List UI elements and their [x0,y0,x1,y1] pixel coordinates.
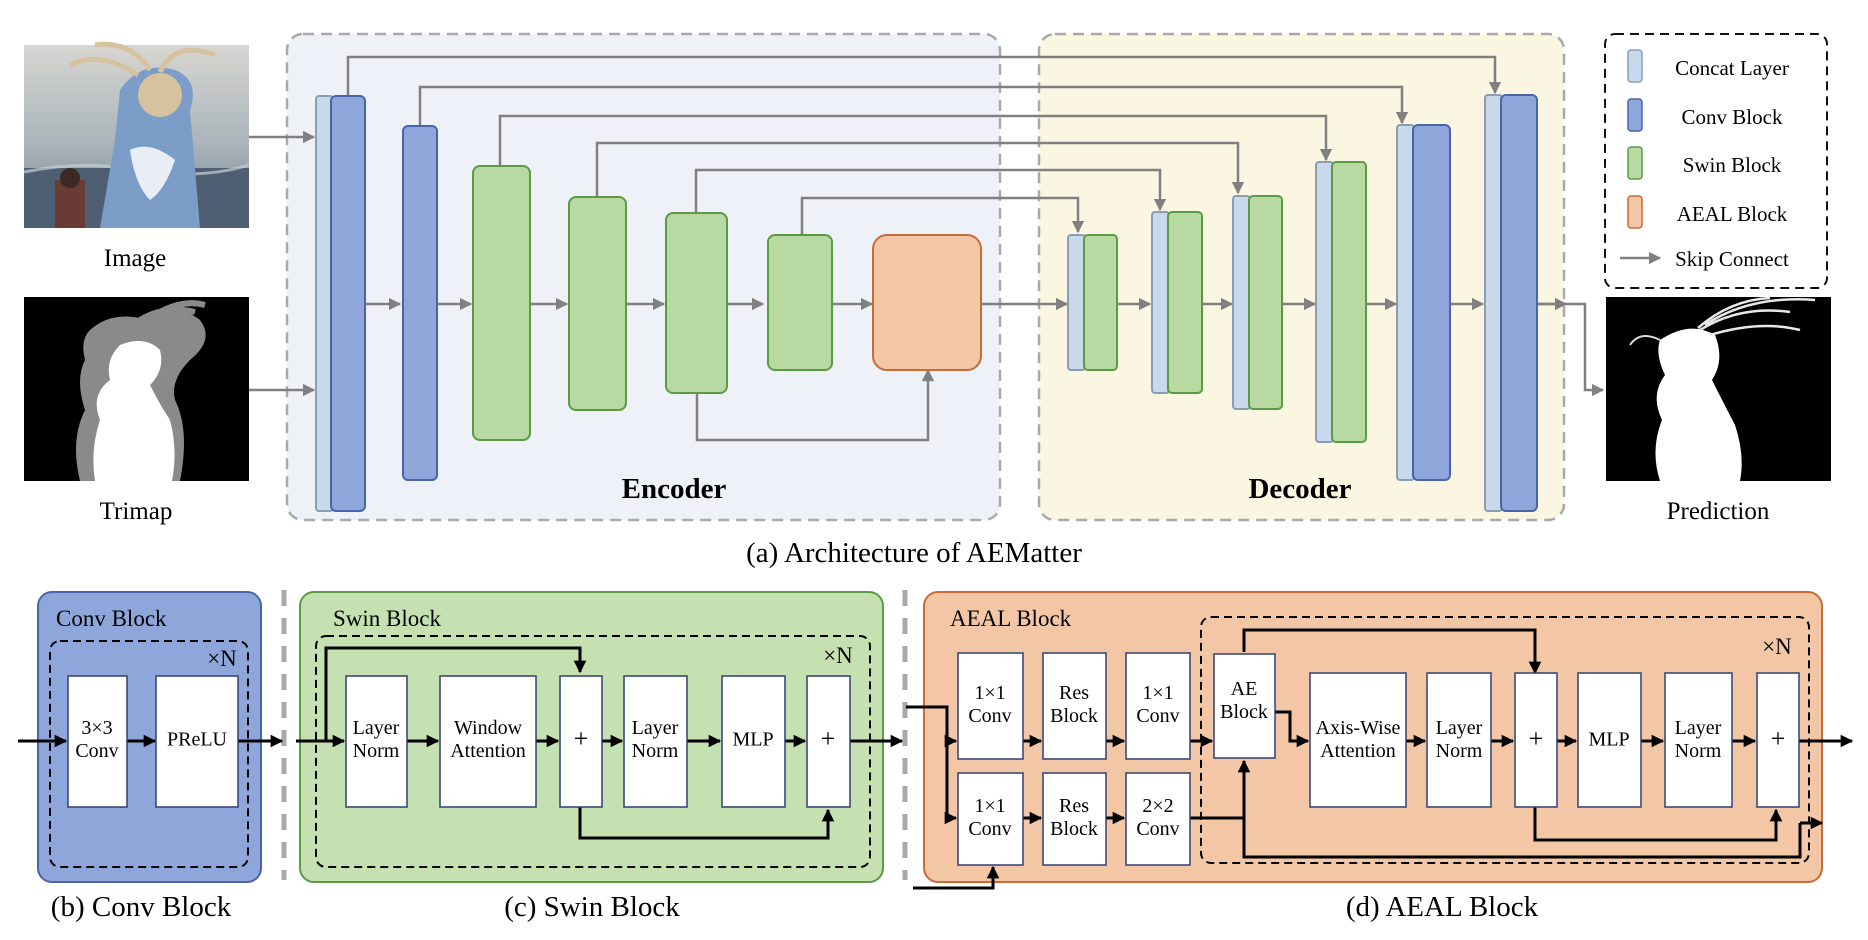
encoder-swin-block-2 [568,196,627,411]
encoder-label: Encoder [622,473,727,505]
legend-aeal-swatch [1627,195,1643,229]
aeal-block-title: AEAL Block [950,606,1072,631]
aeal-main-op-3: + [1514,672,1558,808]
swin-op-2: + [559,675,603,808]
encoder-swin-block-3 [665,212,728,394]
svg-text:PReLU: PReLU [167,729,228,751]
decoder-concat-1 [1067,234,1086,371]
svg-text:+: + [1771,724,1786,753]
swin-block-title: Swin Block [333,606,441,631]
legend-aeal-label: AEAL Block [1677,202,1788,226]
legend-concat-label: Concat Layer [1675,56,1789,80]
decoder-label: Decoder [1248,473,1351,505]
swin-op-4: MLP [721,675,786,808]
decoder-concat-3 [1232,195,1251,410]
skip-connections [346,55,1502,442]
svg-text:MLP: MLP [732,729,773,751]
swin-block-arrows [296,646,904,840]
decoder-concat-4 [1315,161,1334,443]
legend-swin-swatch [1627,146,1643,180]
prediction-label: Prediction [1667,498,1770,525]
trimap-label: Trimap [100,498,173,525]
legend-conv-swatch [1627,98,1643,132]
conv-op-1: PReLU [155,675,239,808]
encoder-region [285,32,1002,522]
aeal-block-caption: (d) AEAL Block [1346,891,1539,923]
encoder-swin-block-1 [472,165,531,441]
encoder-conv-block-1 [330,95,366,512]
encoder-swin-block-4 [767,234,833,371]
decoder-concat-5 [1396,124,1415,481]
decoder-concat-2 [1151,211,1170,394]
legend-conv-label: Conv Block [1682,105,1783,129]
swin-block-repeat-box [315,635,871,868]
encoder-conv-block-2 [402,125,438,481]
svg-text:+: + [821,724,836,753]
swin-block-caption: (c) Swin Block [504,891,680,923]
input-image [23,41,250,228]
decoder-swin-2 [1167,211,1203,394]
legend: Concat Layer Conv Block Swin Block AEAL … [1604,33,1828,289]
decoder-conv-5 [1412,124,1451,481]
svg-text:+: + [574,724,589,753]
aeal-block-main [872,234,982,371]
svg-text:MLP: MLP [1588,729,1629,751]
architecture-caption: (a) Architecture of AEMatter [746,537,1082,569]
input-trimap [24,297,249,481]
aeal-block-repeat: ×N [1762,634,1792,659]
aeal-main-op-4: MLP [1577,672,1642,808]
image-label: Image [104,245,166,272]
swin-block-repeat: ×N [823,643,853,668]
conv-block-title: Conv Block [56,606,167,631]
decoder-swin-1 [1083,234,1118,371]
aeal-block-arrows [906,628,1854,890]
swin-op-5: + [806,675,851,808]
decoder-conv-6 [1500,94,1538,512]
legend-skip-label: Skip Connect [1675,247,1789,271]
decoder-concat-6 [1484,94,1503,512]
legend-swin-label: Swin Block [1683,153,1782,177]
aeal-main-op-6: + [1756,672,1800,808]
conv-block-caption: (b) Conv Block [51,891,232,923]
conv-block-repeat: ×N [207,646,237,671]
decoder-swin-3 [1248,195,1283,410]
decoder-swin-4 [1331,161,1367,443]
legend-concat-swatch [1627,49,1643,83]
svg-text:+: + [1529,724,1544,753]
output-arrow [1537,302,1605,397]
prediction-output [1606,296,1831,481]
